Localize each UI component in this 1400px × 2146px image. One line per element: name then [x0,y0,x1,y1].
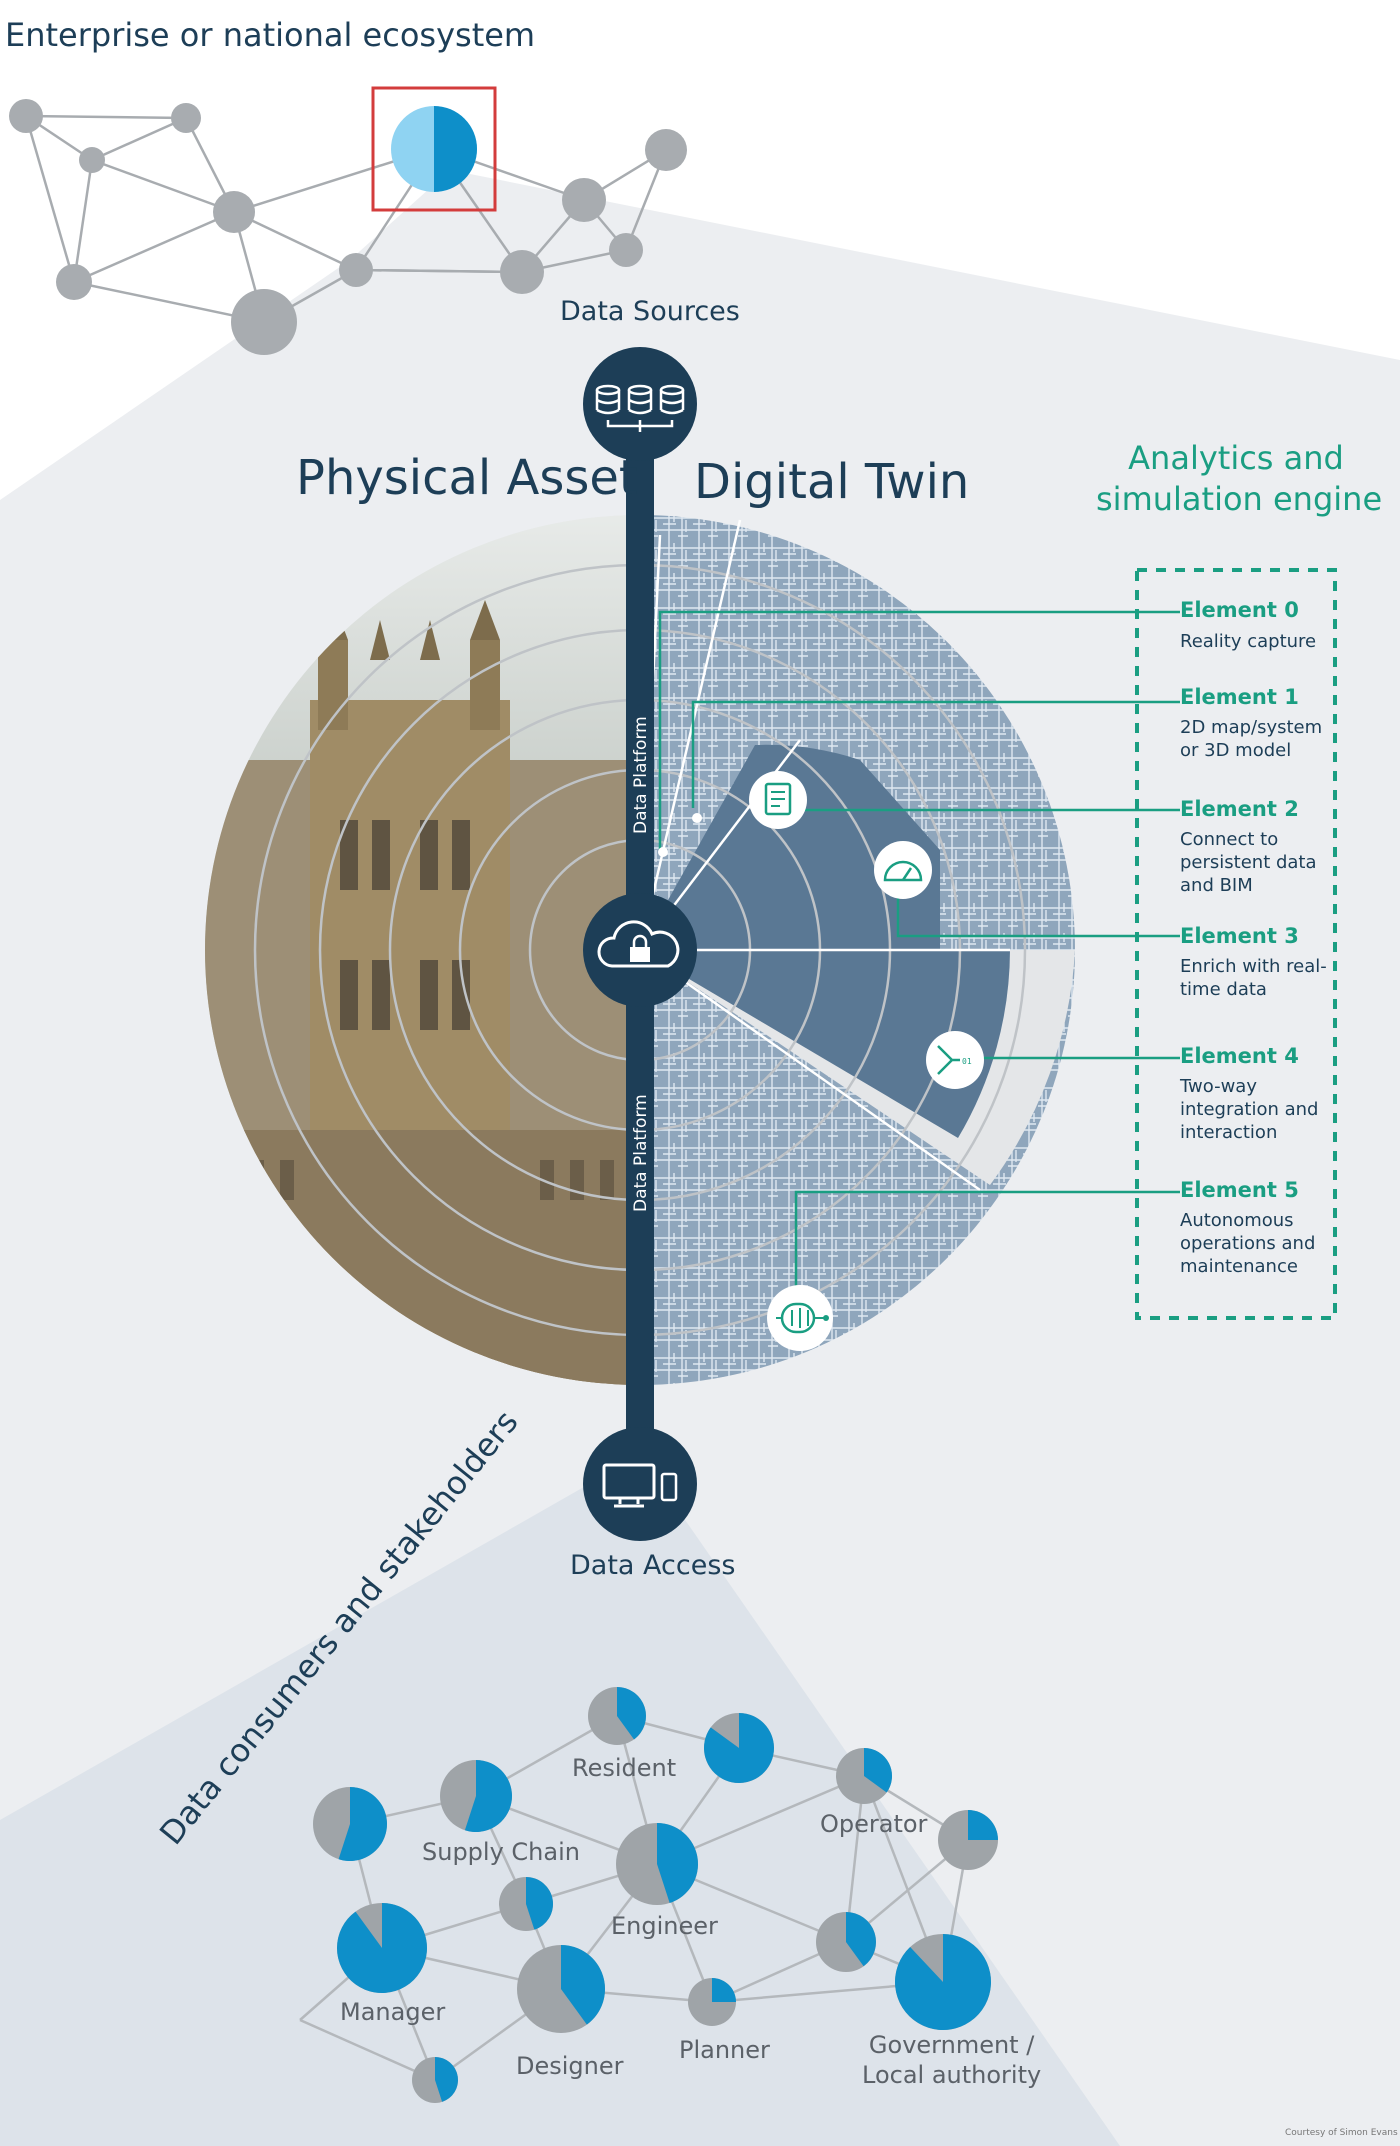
stakeholder-pies [313,1687,998,2103]
enterprise-node [391,106,477,192]
element-4-desc: Two-way integration and interaction [1180,1076,1319,1143]
pie-slice-8 [336,1903,427,1994]
selected-enterprise-box [371,86,497,212]
analytics-heading-line1: Analytics and [1128,439,1344,477]
gauge-icon [874,841,932,899]
element-1-title: Element 1 [1180,685,1299,709]
binary-funnel-icon: 01 [926,1031,984,1089]
pie-slice-5 [968,1810,998,1840]
element-0-title: Element 0 [1180,598,1299,622]
pie-slice-12 [712,1978,736,2002]
element-2-desc: Connect to persistent data and BIM [1180,829,1317,896]
analytics-box [1135,568,1337,1320]
pie-slice-4 [864,1748,892,1793]
consumers-projection [0,1455,1120,2146]
physical-asset-heading: Physical Asset [296,450,638,506]
role-operator: Operator [820,1810,928,1838]
element-1-desc: 2D map/system or 3D model [1180,717,1323,761]
element-4-title: Element 4 [1180,1044,1299,1068]
role-planner: Planner [679,2036,770,2064]
analytics-heading: Analytics and simulation engine [1096,438,1383,520]
pie-slice-7 [526,1877,554,1930]
data-sources-node [583,347,697,461]
element-0-dot [658,847,668,857]
data-access-node [583,1427,697,1541]
element-2: Element 2 Connect to persistent data and… [1180,797,1330,897]
element-5-title: Element 5 [1180,1178,1299,1202]
element-3-desc: Enrich with real-time data [1180,956,1327,1000]
pie-slice-11 [894,1934,991,2030]
pie-slice-9 [561,1945,606,2025]
pie-slice-3 [464,1760,512,1832]
element-3: Element 3 Enrich with real-time data [1180,924,1330,1001]
element-3-title: Element 3 [1180,924,1299,948]
element-0-desc: Reality capture [1180,631,1317,652]
pie-slice-6 [657,1823,698,1903]
digital-twin-heading: Digital Twin [694,454,970,510]
element-2-title: Element 2 [1180,797,1299,821]
cloud-lock-node [583,893,697,1007]
data-platform-label-upper: Data Platform [631,716,651,834]
element-5-desc: Autonomous operations and maintenance [1180,1210,1316,1277]
element-1: Element 1 2D map/system or 3D model [1180,685,1330,762]
role-government-line1: Government / [868,2031,1035,2059]
pie-slice-13 [435,2057,459,2102]
element-5: Element 5 Autonomous operations and main… [1180,1178,1330,1278]
role-manager: Manager [340,1998,446,2026]
pie-slice-2 [338,1787,387,1861]
ecosystem-nodes [9,99,687,355]
data-access-label: Data Access [570,1550,736,1581]
element-4: Element 4 Two-way integration and intera… [1180,1044,1330,1144]
role-engineer: Engineer [611,1912,718,1940]
ecosystem-heading: Enterprise or national ecosystem [5,16,536,54]
ai-brain-icon [767,1285,833,1351]
pie-slice-10 [846,1912,876,1967]
element-0: Element 0 Reality capture [1180,598,1330,653]
role-designer: Designer [516,2052,624,2080]
data-sources-label: Data Sources [560,296,740,327]
element-1-dot [692,813,702,823]
role-supply-chain: Supply Chain [422,1838,580,1866]
pie-slice-1 [704,1713,774,1783]
data-platform-label-lower: Data Platform [631,1094,651,1212]
svg-text:01: 01 [962,1057,972,1066]
role-government-line2: Local authority [862,2061,1042,2089]
role-government: Government / Local authority [862,2030,1041,2090]
analytics-heading-line2: simulation engine [1096,480,1383,518]
role-resident: Resident [572,1754,677,1782]
document-icon [749,771,807,829]
credit-line: Courtesy of Simon Evans / 2019 [1285,2128,1400,2138]
pie-slice-0 [617,1687,647,1740]
